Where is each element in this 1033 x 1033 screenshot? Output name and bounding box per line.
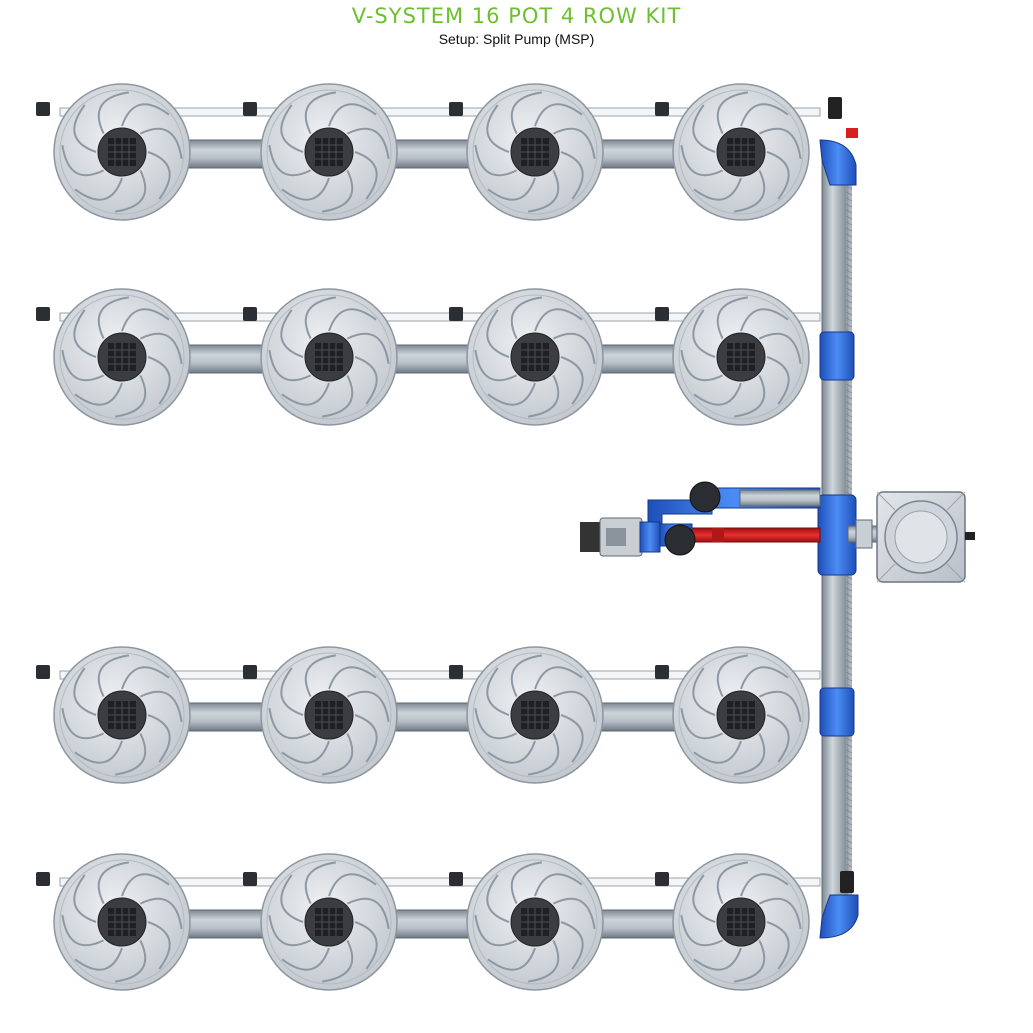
pot-icon [260,853,398,991]
controller-tank-icon [876,491,975,583]
pot-icon [466,646,604,784]
valve-icon [655,102,669,116]
pot-icon [672,646,810,784]
page-title: V-SYSTEM 16 POT 4 ROW KIT [351,4,682,28]
valve-icon [449,872,463,886]
valve-icon [36,102,50,116]
valve-icon [655,665,669,679]
pot-row [36,646,821,784]
pot-icon [466,288,604,426]
pot-icon [466,83,604,221]
valve-icon [243,307,257,321]
pot-icon [53,853,191,991]
pot-icon [53,646,191,784]
valve-icon [243,665,257,679]
pot-icon [53,288,191,426]
pot-icon [466,853,604,991]
pot-icon [672,83,810,221]
valve-icon [36,872,50,886]
valve-icon [655,307,669,321]
pot-row [36,288,821,426]
pot-icon [53,83,191,221]
valve-icon [36,307,50,321]
pot-row [36,83,821,221]
valve-icon [449,665,463,679]
pot-icon [260,83,398,221]
valve-icon [449,307,463,321]
page-subtitle: Setup: Split Pump (MSP) [438,31,595,47]
return-line [689,527,821,543]
split-pump-assembly [580,481,879,557]
valve-icon [243,872,257,886]
valve-icon [449,102,463,116]
valve-icon [243,102,257,116]
pump-motor-icon [580,522,602,552]
valve-icon [36,665,50,679]
pot-icon [672,288,810,426]
valve-icon [655,872,669,886]
pump-head-icon [664,524,696,556]
pot-rows [36,83,821,991]
vertical-manifold [817,97,859,939]
pot-row [36,853,821,991]
pump-head-icon [689,481,721,513]
pot-icon [672,853,810,991]
pot-icon [260,288,398,426]
pot-icon [260,646,398,784]
